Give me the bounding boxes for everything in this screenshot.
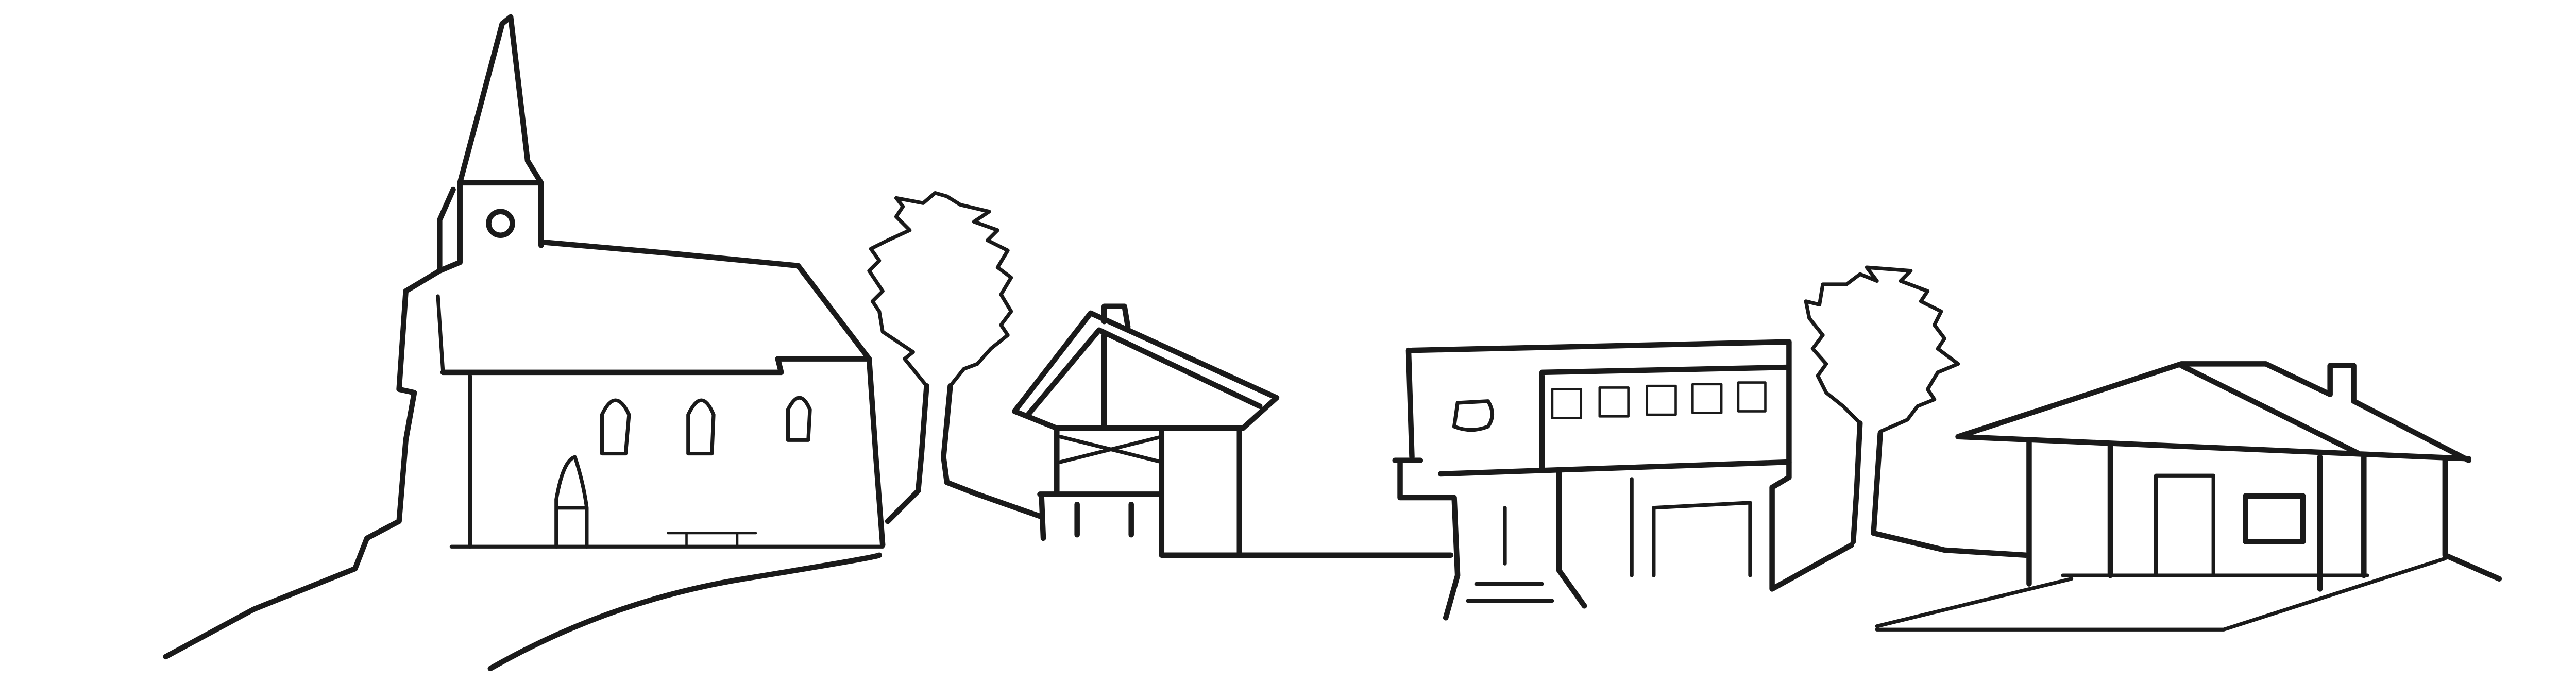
ground-line-church: [487, 552, 882, 672]
tree-2: [1804, 265, 2029, 558]
bungalow: [1875, 361, 2502, 632]
church: [163, 14, 886, 660]
small-house: [1011, 303, 1454, 558]
tree-1: [867, 191, 1043, 524]
flat-roof-building: [1392, 339, 1855, 621]
